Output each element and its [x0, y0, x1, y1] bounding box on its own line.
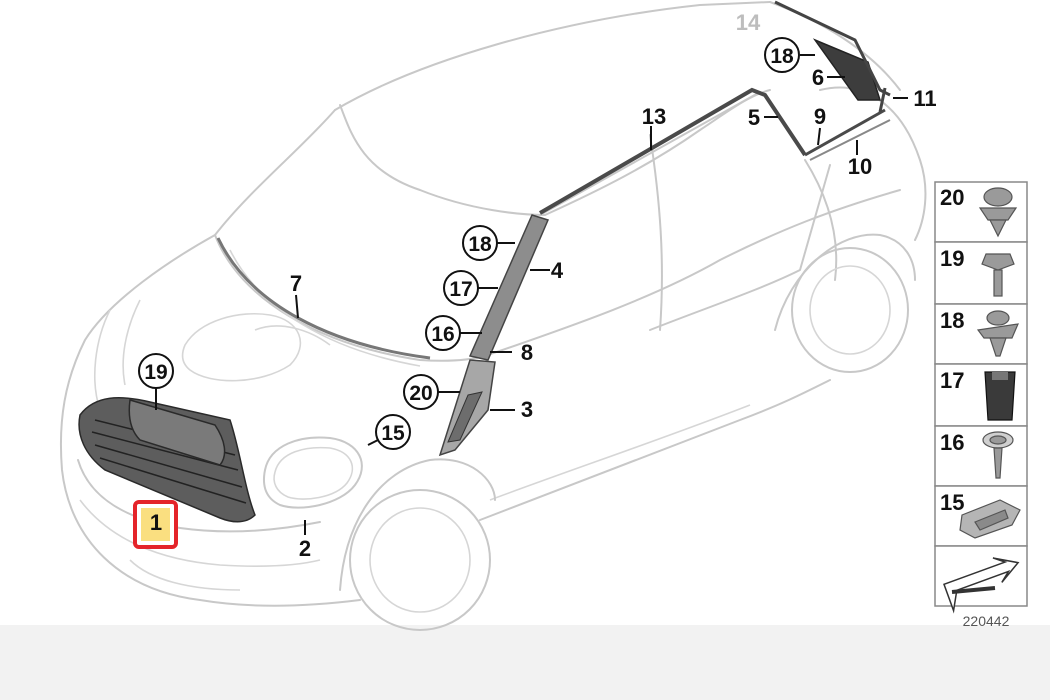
legend-item-15: 15: [940, 490, 964, 515]
callout-19: 19: [144, 361, 167, 384]
callout-1: 1: [150, 510, 162, 535]
trim-panel-part: [128, 399, 226, 466]
callout-3: 3: [521, 397, 533, 422]
screw-19-icon: [981, 253, 1015, 297]
callout-16: 16: [431, 323, 454, 346]
a-pillar-trim-part: [468, 214, 550, 361]
callout-8: 8: [521, 340, 533, 365]
legend-item-18: 18: [940, 308, 964, 333]
car-outline: [59, 1, 927, 631]
fastener-legend: 20 19 18 17 16 15: [934, 181, 1028, 629]
bracket-15-icon: [959, 499, 1021, 539]
callout-4: 4: [551, 258, 564, 283]
clip-20-icon: [978, 187, 1018, 238]
direction-arrow-icon: [943, 557, 1020, 614]
callout-11: 11: [913, 86, 936, 111]
callout-20: 20: [409, 382, 432, 405]
legend-item-16: 16: [940, 430, 964, 455]
callout-14: 14: [736, 10, 761, 35]
callout-18-rear: 18: [770, 45, 794, 68]
clip-17-icon: [984, 371, 1016, 421]
callout-17: 17: [449, 278, 472, 301]
callout-5: 5: [748, 105, 760, 130]
hood-seal-part: [216, 237, 431, 360]
callout-2: 2: [299, 536, 311, 561]
legend-item-20: 20: [940, 185, 964, 210]
callout-6: 6: [812, 65, 824, 90]
screw-16-icon: [982, 431, 1014, 479]
callout-18-front: 18: [468, 233, 492, 256]
parts: [78, 0, 891, 523]
callout-7: 7: [290, 271, 302, 296]
figure-code: 220442: [963, 613, 1010, 629]
legend-item-17: 17: [940, 368, 964, 393]
callout-9: 9: [814, 104, 826, 129]
callout-10: 10: [848, 154, 872, 179]
clip-18-icon: [976, 310, 1019, 357]
background-band: [0, 625, 1050, 700]
callout-13: 13: [642, 104, 666, 129]
legend-item-19: 19: [940, 246, 964, 271]
callouts: 1 2 3 4 5 6 7 8 9 10 11 13 14 18 18 17 1…: [133, 10, 937, 561]
leader-lines: [155, 54, 908, 535]
callout-15: 15: [381, 422, 405, 445]
